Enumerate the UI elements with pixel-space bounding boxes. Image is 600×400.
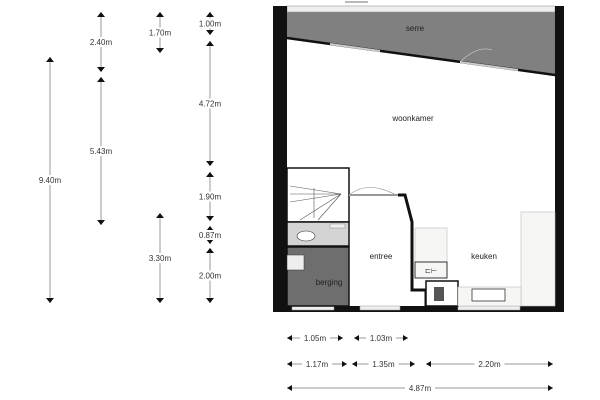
hob-icon: ⊏⊢ (425, 268, 437, 275)
room-label-entree: entree (370, 252, 393, 261)
dimension-label: 1.03m (370, 334, 393, 343)
toilet-bowl-icon (296, 230, 316, 242)
arrow-up-icon (206, 248, 214, 253)
dimension-label: 2.40m (90, 38, 113, 47)
dimension-label: 5.43m (90, 147, 113, 156)
serre-area (287, 12, 555, 76)
arrow-down-icon (206, 30, 214, 35)
left-wall (273, 6, 287, 312)
arrow-right-icon (410, 361, 415, 367)
room-label-berging: berging (316, 278, 343, 287)
kitchen-hob (414, 261, 448, 279)
serre-door (459, 61, 519, 71)
dimension-label: 1.17m (306, 360, 329, 369)
dimension-label: 4.72m (199, 100, 222, 109)
dimension-label: 2.20m (478, 360, 501, 369)
dimension-label: 0.87m (199, 231, 222, 240)
arrow-down-icon (156, 48, 164, 53)
room-label-serre: serre (406, 24, 425, 33)
meter-cupboard (425, 280, 459, 307)
arrow-down-icon (206, 216, 214, 221)
arrow-up-icon (206, 172, 214, 177)
arrow-up-icon (97, 77, 105, 82)
door-swing-icon (348, 187, 397, 196)
dimension-label: 1.70m (149, 29, 172, 38)
dimension-lines: 9.40m 2.40m 5.43m 1.70m 3.30m 1.00m 4.72m 1.90m… (32, 12, 553, 393)
serre-window (329, 43, 381, 52)
room-label-woonkamer: woonkamer (391, 114, 434, 123)
arrow-right-icon (338, 335, 343, 341)
meter-icon (434, 287, 444, 301)
arrow-left-icon (287, 335, 292, 341)
room-label-keuken: keuken (471, 252, 497, 261)
arrow-left-icon (352, 361, 357, 367)
dimension-label: 4.87m (409, 384, 432, 393)
arrow-down-icon (206, 239, 214, 244)
dimension-label: 1.05m (304, 334, 327, 343)
dimension-label: 1.00m (199, 20, 222, 29)
arrow-left-icon (426, 361, 431, 367)
arrow-up-icon (97, 12, 105, 17)
kitchen-counter-left (414, 227, 448, 263)
dimension-label: 3.30m (149, 254, 172, 263)
arrow-right-icon (548, 361, 553, 367)
arrow-up-icon (206, 226, 214, 231)
dimension-label: 9.40m (39, 176, 62, 185)
arrow-right-icon (548, 385, 553, 391)
arrow-right-icon (342, 361, 347, 367)
bottom-window (457, 305, 521, 311)
right-wall (555, 6, 564, 312)
arrow-up-icon (206, 41, 214, 46)
sink-icon (471, 288, 506, 302)
arrow-left-icon (287, 361, 292, 367)
door-swing-icon (459, 48, 493, 63)
stair-steps (289, 185, 342, 221)
arrow-down-icon (156, 298, 164, 303)
kitchen-tall-unit (520, 211, 556, 307)
arrow-down-icon (97, 220, 105, 225)
arrow-right-icon (403, 335, 408, 341)
arrow-down-icon (206, 161, 214, 166)
arrow-left-icon (287, 385, 292, 391)
front-door (359, 305, 401, 311)
arrow-down-icon (206, 298, 214, 303)
arrow-up-icon (206, 12, 214, 17)
dimension-label: 1.35m (372, 360, 395, 369)
dimension-label: 2.00m (199, 272, 222, 281)
arrow-up-icon (46, 57, 54, 62)
arrow-down-icon (97, 67, 105, 72)
arrow-left-icon (354, 335, 359, 341)
arrow-up-icon (156, 213, 164, 218)
arrow-up-icon (156, 12, 164, 17)
dimension-label: 1.90m (199, 193, 222, 202)
bottom-wall (273, 306, 564, 312)
arrow-down-icon (46, 298, 54, 303)
top-window (286, 5, 556, 13)
boiler-icon (286, 254, 305, 271)
